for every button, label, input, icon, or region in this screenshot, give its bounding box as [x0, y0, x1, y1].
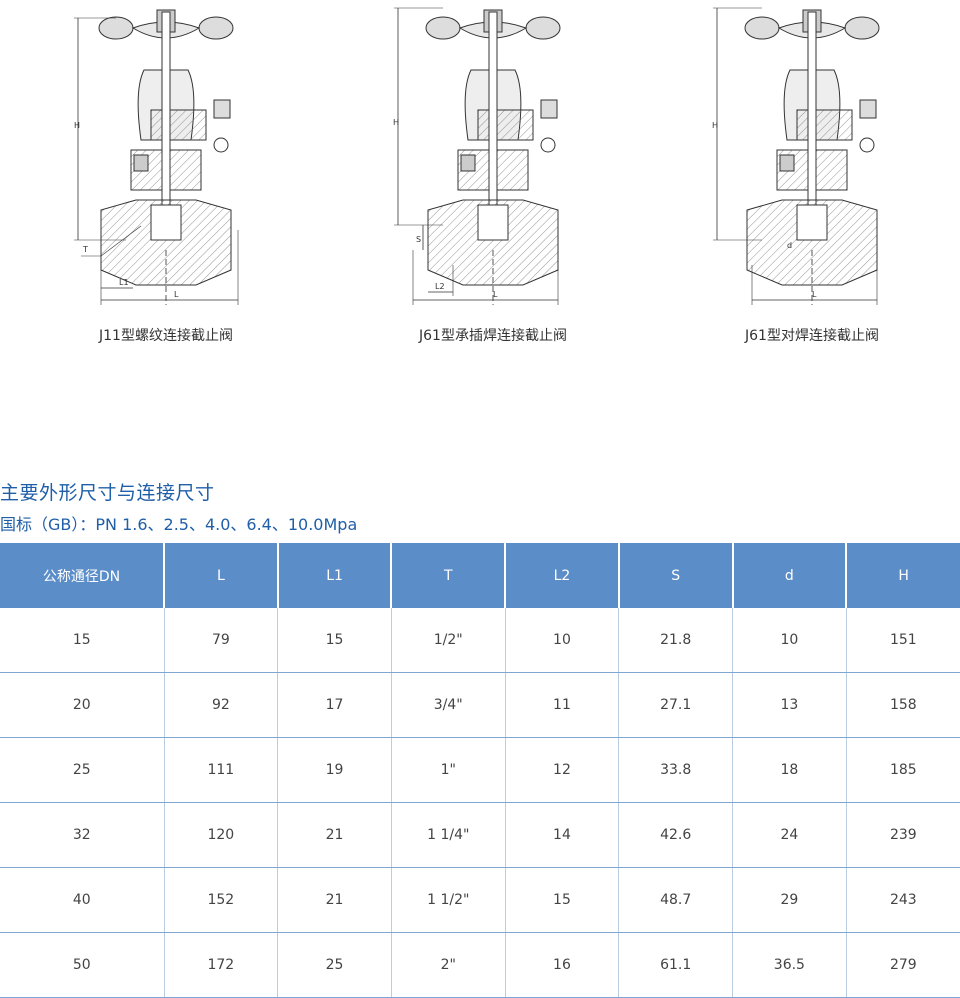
table-row: 40 152 21 1 1/2" 15 48.7 29 243 — [0, 867, 960, 933]
cell: 48.7 — [618, 867, 734, 933]
cell: 21 — [277, 802, 392, 868]
cell: 10 — [505, 608, 620, 673]
header-t: T — [391, 543, 507, 608]
header-l1: L1 — [277, 543, 393, 608]
dim-label-s: S — [416, 235, 421, 244]
valve-drawings: H T L1 L J11型螺纹连接截止阀 H S — [0, 0, 960, 360]
cell: 111 — [164, 737, 279, 803]
figure-j61-butt-weld: H d L J61型对焊连接截止阀 — [662, 0, 960, 360]
dim-label-d: d — [787, 241, 792, 250]
dim-label-h: H — [393, 118, 399, 127]
cell: 1" — [391, 737, 506, 803]
cell: 172 — [164, 932, 279, 998]
dim-label-h: H — [74, 121, 80, 130]
cell: 25 — [0, 737, 165, 803]
dim-label-l: L — [493, 290, 498, 299]
table-header-row: 公称通径DN L L1 T L2 S d H — [0, 543, 960, 608]
cell: 18 — [732, 737, 847, 803]
cell: 42.6 — [618, 802, 734, 868]
cell: 40 — [0, 867, 165, 933]
cell: 152 — [164, 867, 279, 933]
figure-caption: J11型螺纹连接截止阀 — [99, 328, 233, 344]
cell: 32 — [0, 802, 165, 868]
cell: 36.5 — [732, 932, 847, 998]
cell: 15 — [0, 608, 165, 673]
cell: 1/2" — [391, 608, 506, 673]
header-d: d — [732, 543, 848, 608]
figure-caption: J61型承插焊连接截止阀 — [419, 328, 567, 344]
cell: 16 — [505, 932, 620, 998]
header-l: L — [164, 543, 279, 608]
cell: 50 — [0, 932, 165, 998]
cell: 13 — [732, 672, 847, 738]
cell: 3/4" — [391, 672, 506, 738]
cell: 239 — [846, 802, 960, 868]
table-row: 20 92 17 3/4" 11 27.1 13 158 — [0, 672, 960, 738]
table-row: 50 172 25 2" 16 61.1 36.5 279 — [0, 932, 960, 998]
cell: 14 — [505, 802, 620, 868]
valve-drawing-j61-socket: H S L2 L — [393, 7, 561, 306]
figure-caption: J61型对焊连接截止阀 — [745, 328, 879, 344]
dim-label-l: L — [174, 290, 179, 299]
header-dn: 公称通径DN — [0, 543, 165, 608]
table-row: 15 79 15 1/2" 10 21.8 10 151 — [0, 608, 960, 673]
table-row: 25 111 19 1" 12 33.8 18 185 — [0, 737, 960, 803]
cell: 19 — [277, 737, 392, 803]
dim-label-l2: L2 — [435, 282, 445, 291]
cell: 27.1 — [618, 672, 734, 738]
cell: 15 — [277, 608, 392, 673]
cell: 2" — [391, 932, 506, 998]
cell: 92 — [164, 672, 279, 738]
dim-label-l1: L1 — [119, 278, 129, 287]
section-title: 主要外形尺寸与连接尺寸 — [0, 482, 215, 504]
section-subtitle: 国标（GB）：PN 1.6、2.5、4.0、6.4、10.0Mpa — [0, 515, 358, 534]
cell: 279 — [846, 932, 960, 998]
cell: 158 — [846, 672, 960, 738]
cell: 61.1 — [618, 932, 734, 998]
dimension-table: 公称通径DN L L1 T L2 S d H 15 79 15 1/2" 10 … — [0, 543, 960, 998]
cell: 79 — [164, 608, 279, 673]
figure-j11-threaded: H T L1 L J11型螺纹连接截止阀 — [16, 0, 316, 360]
cell: 20 — [0, 672, 165, 738]
header-s: S — [618, 543, 734, 608]
header-h: H — [846, 543, 960, 608]
dim-label-t: T — [82, 245, 88, 254]
cell: 120 — [164, 802, 279, 868]
cell: 29 — [732, 867, 847, 933]
cell: 21 — [277, 867, 392, 933]
cell: 151 — [846, 608, 960, 673]
cell: 1 1/4" — [391, 802, 506, 868]
valve-drawing-j11: H T L1 L — [74, 9, 239, 306]
dim-label-h: H — [712, 121, 718, 130]
table-row: 32 120 21 1 1/4" 14 42.6 24 239 — [0, 802, 960, 868]
valve-drawing-j61-butt: H d L — [712, 7, 880, 306]
cell: 10 — [732, 608, 847, 673]
cell: 12 — [505, 737, 620, 803]
cell: 24 — [732, 802, 847, 868]
cell: 25 — [277, 932, 392, 998]
header-l2: L2 — [505, 543, 620, 608]
cell: 33.8 — [618, 737, 734, 803]
cell: 243 — [846, 867, 960, 933]
cell: 21.8 — [618, 608, 734, 673]
cell: 11 — [505, 672, 620, 738]
dim-label-l: L — [812, 290, 817, 299]
figure-j61-socket-weld: H S L2 L J61型承插焊连接截止阀 — [343, 0, 643, 360]
cell: 17 — [277, 672, 392, 738]
cell: 15 — [505, 867, 620, 933]
cell: 185 — [846, 737, 960, 803]
cell: 1 1/2" — [391, 867, 506, 933]
